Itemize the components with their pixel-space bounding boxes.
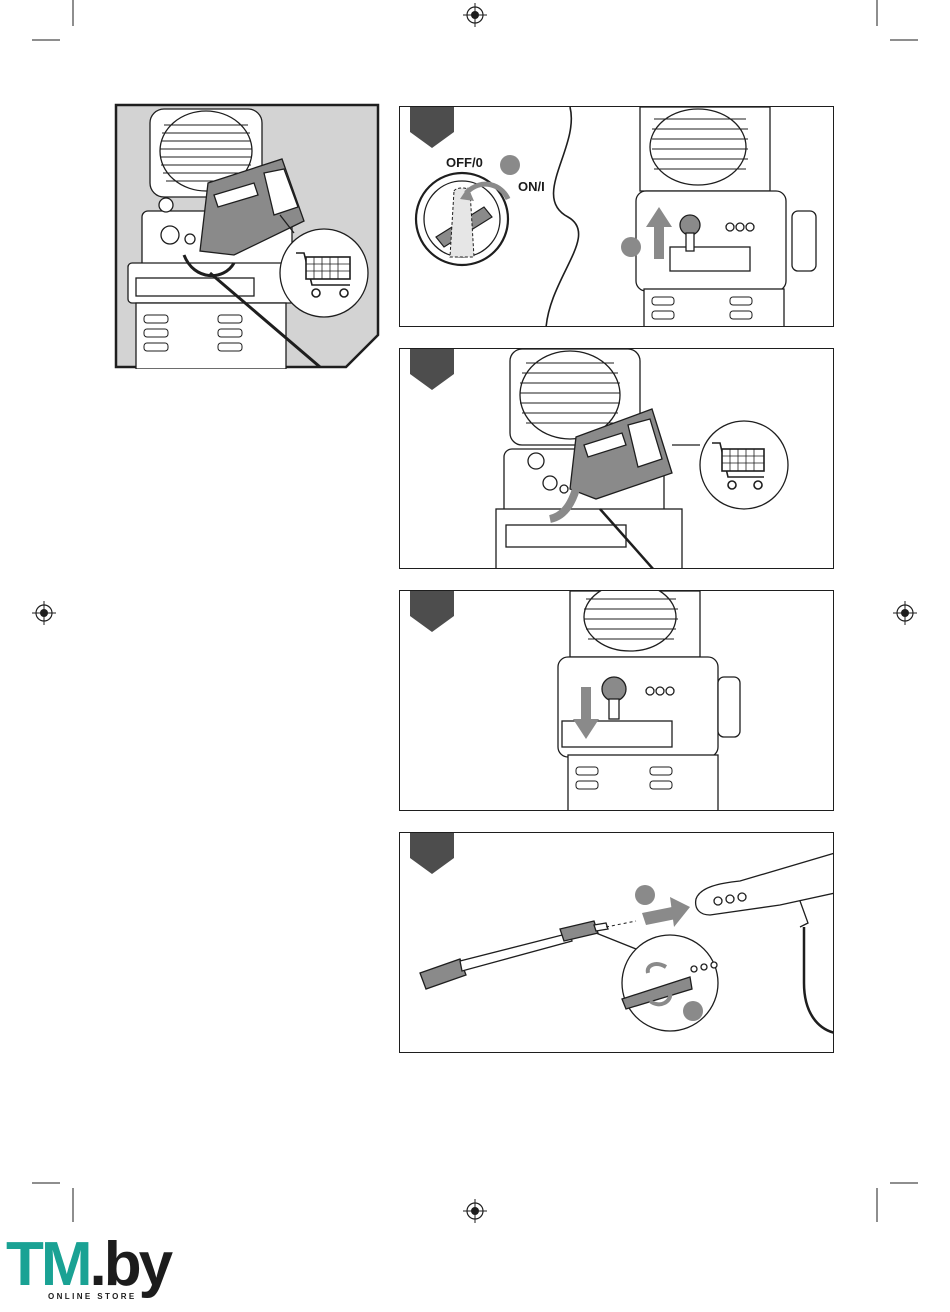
switch-on-label: ON/I [518, 179, 545, 194]
figure-machine-overview [114, 103, 380, 369]
step-panel-1: OFF/0 ON/I [399, 106, 834, 327]
registration-crosshair-icon [893, 601, 917, 625]
brand-logo-subtitle: ONLINE STORE [48, 1292, 137, 1301]
registration-crosshair-icon [463, 3, 487, 27]
registration-crosshair-icon [463, 1199, 487, 1223]
brand-logo: TM.by ONLINE STORE [6, 1234, 166, 1304]
step-panel-3 [399, 590, 834, 811]
step-panel-2 [399, 348, 834, 569]
step-panel-4 [399, 832, 834, 1053]
switch-off-label: OFF/0 [446, 155, 483, 170]
registration-crosshair-icon [32, 601, 56, 625]
power-switch-dial [416, 155, 520, 265]
brand-logo-text: TM.by [6, 1234, 170, 1296]
